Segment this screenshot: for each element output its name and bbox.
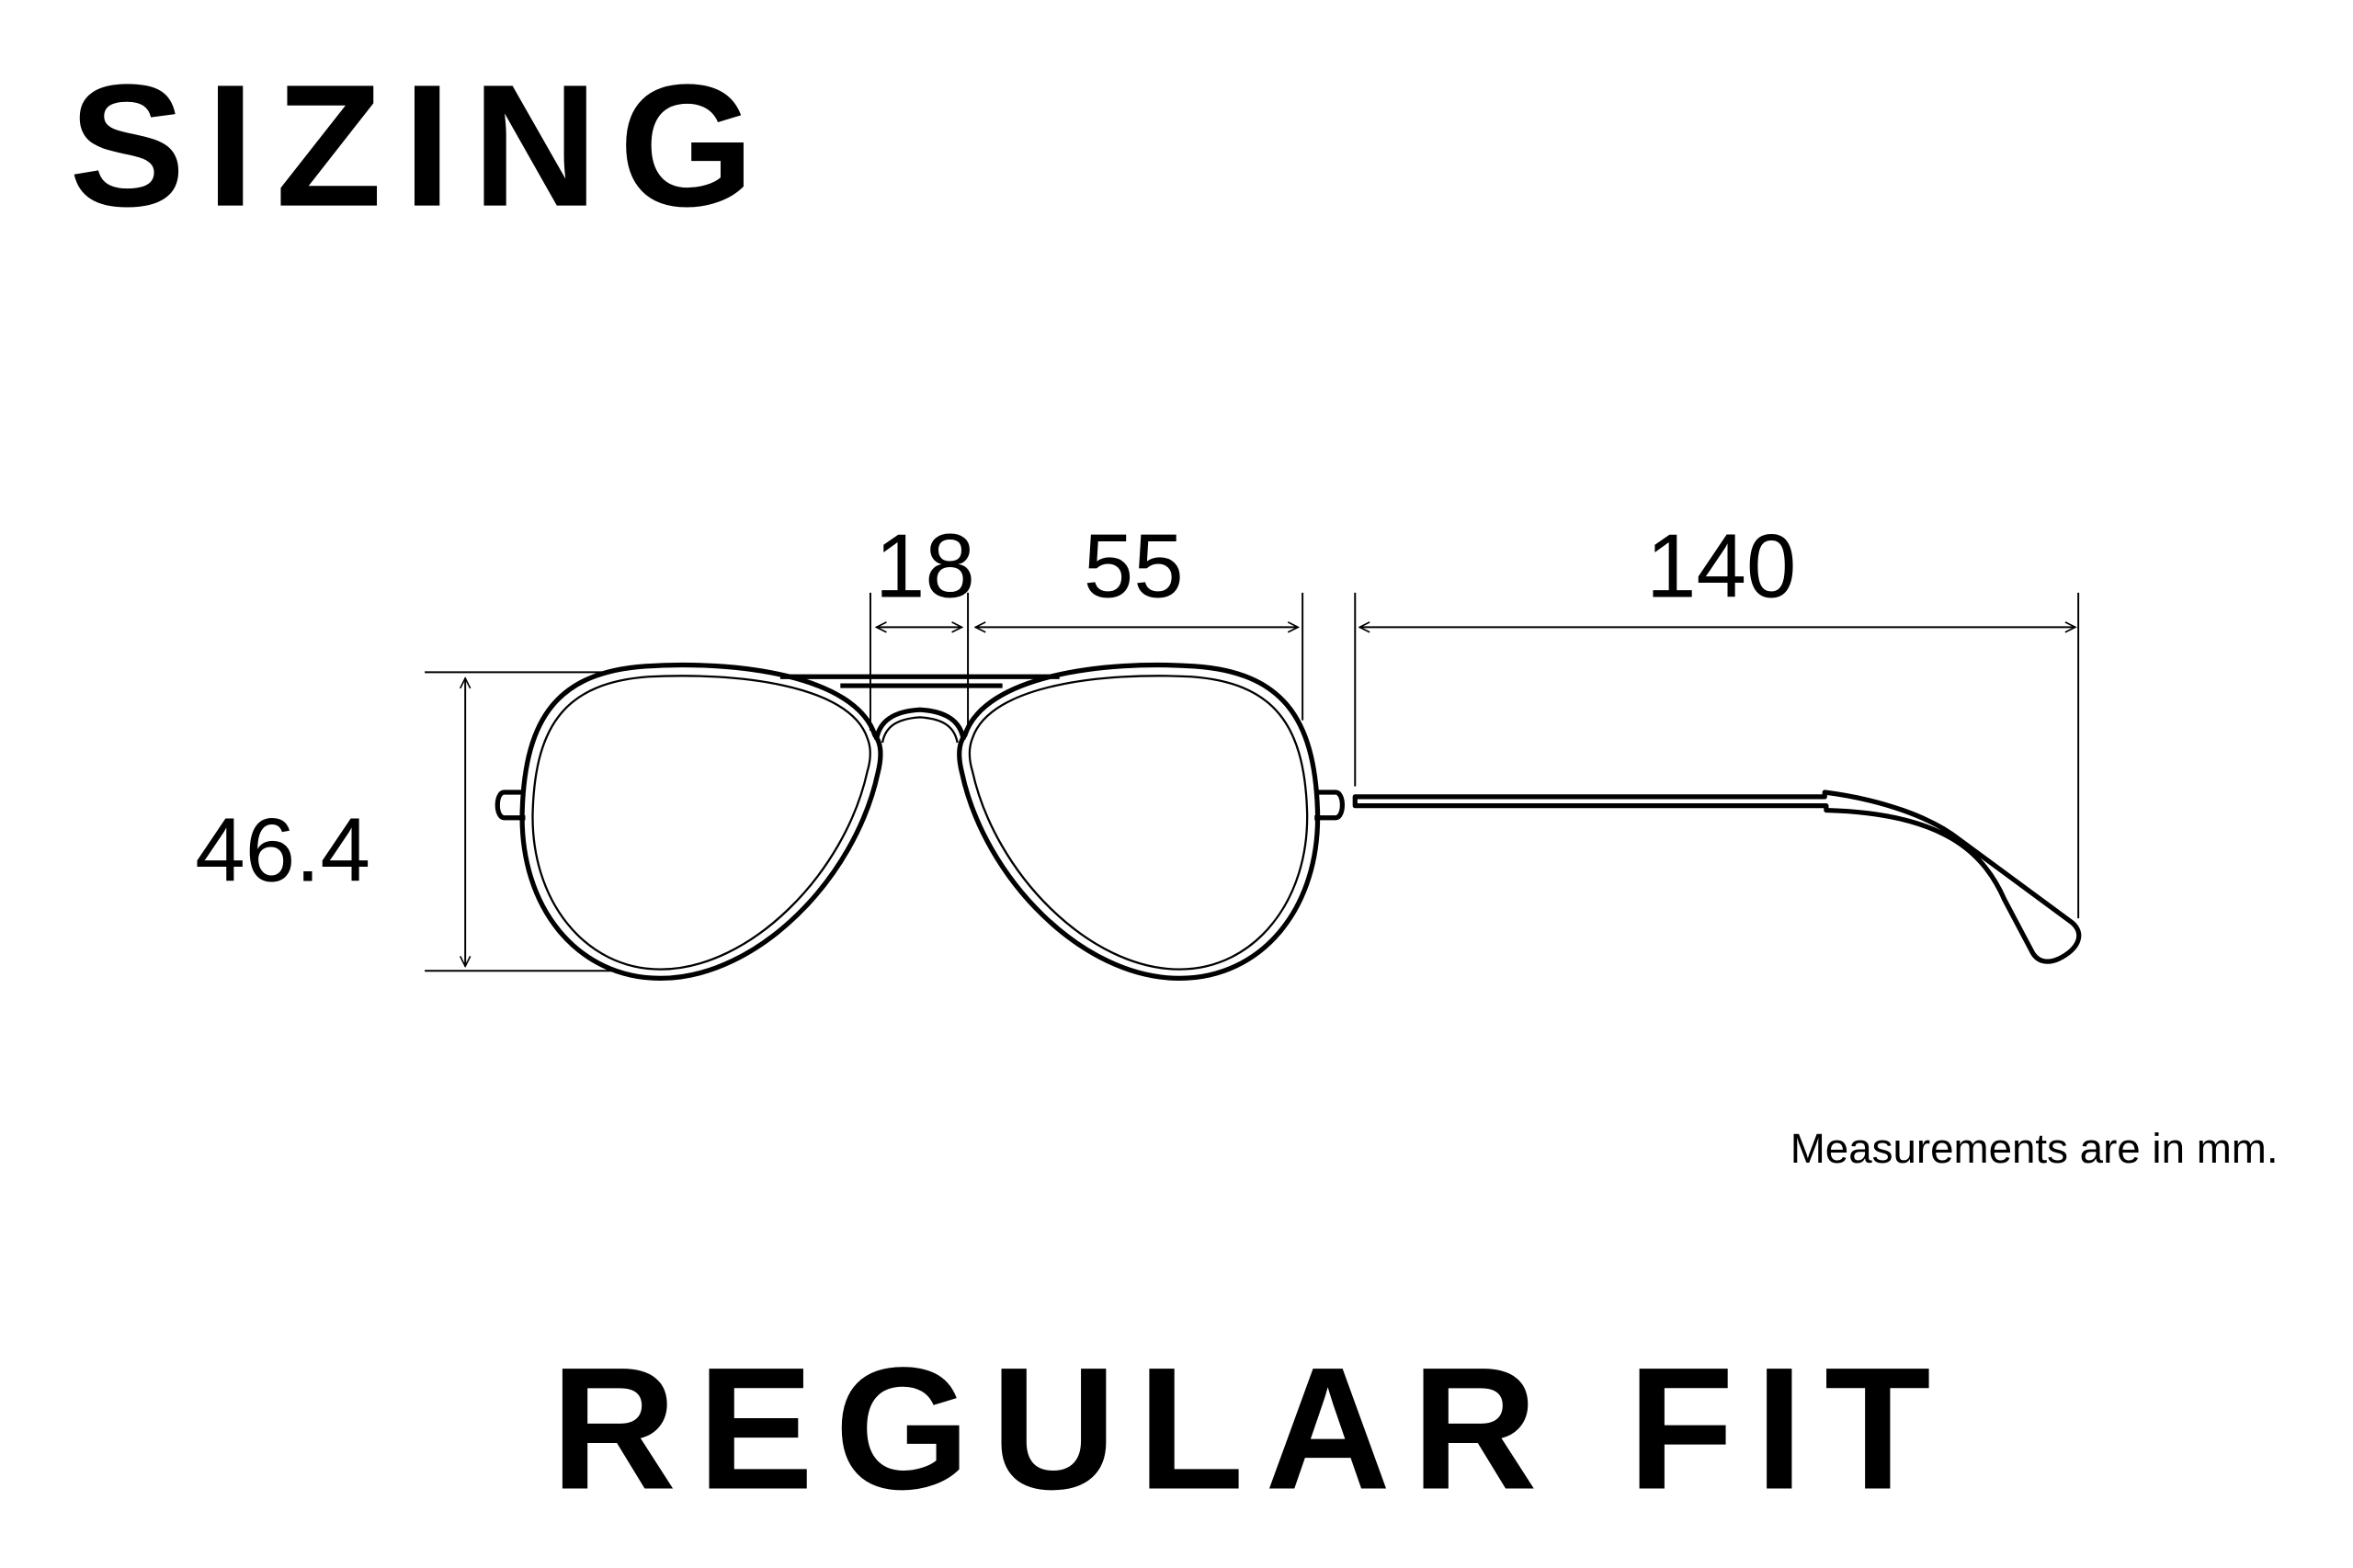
- dimension-arrows: [465, 627, 2075, 966]
- lens-width-measurement: 55: [1084, 516, 1184, 617]
- page-title: SIZING: [69, 50, 775, 244]
- units-note: Measurements are in mm.: [1790, 1125, 2279, 1172]
- fit-label: REGULAR FIT: [551, 1332, 1951, 1526]
- temple-arm-illustration: [1352, 790, 2082, 964]
- right-hinge: [1314, 790, 1345, 821]
- dimension-lines: [425, 592, 2080, 972]
- left-lens: [519, 662, 883, 982]
- glasses-front-illustration: [494, 662, 1345, 982]
- bridge-measurement: 18: [875, 516, 975, 617]
- temple-length-measurement: 140: [1646, 516, 1796, 617]
- lens-height-measurement: 46.4: [195, 799, 370, 900]
- right-lens: [957, 662, 1321, 982]
- left-hinge: [494, 790, 526, 821]
- nose-bridge: [873, 707, 966, 741]
